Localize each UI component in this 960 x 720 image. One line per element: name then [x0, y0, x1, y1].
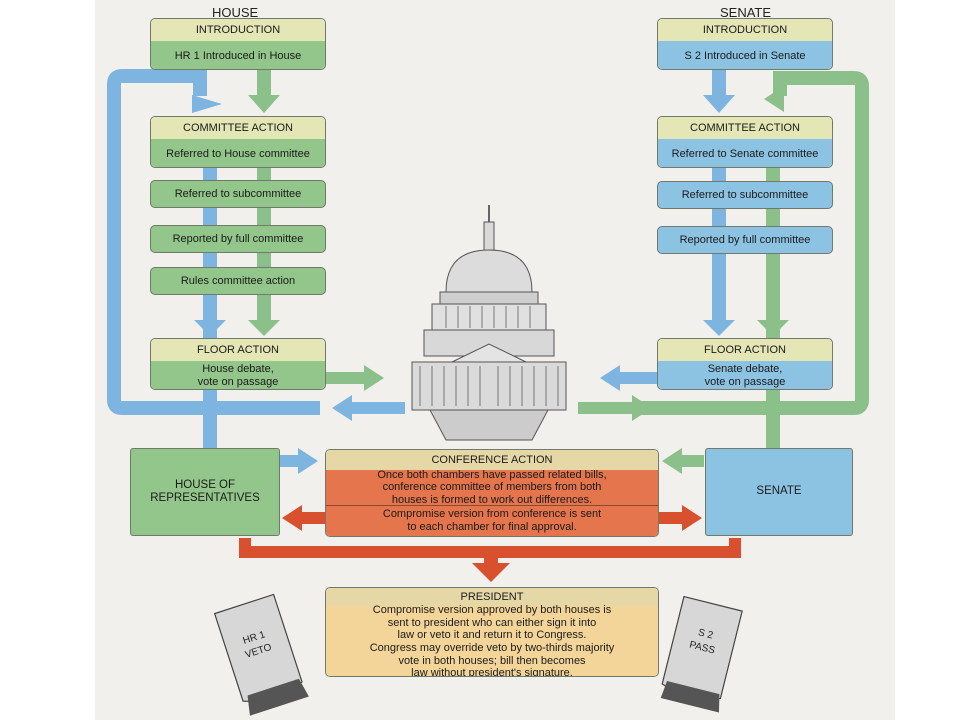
senate-intro-blue-arrow — [703, 95, 735, 113]
senate-introduced-text: S 2 Introduced in Senate — [658, 41, 832, 69]
house-floor-line1: House debate, — [202, 363, 274, 376]
conference-body-bottom: Compromise version from conference is se… — [326, 506, 658, 536]
senate-reported: Reported by full committee — [657, 226, 833, 254]
senate-floor-line2: vote on passage — [704, 376, 786, 388]
house-intro-green-stem — [257, 70, 271, 98]
house-committee-header: COMMITTEE ACTION — [151, 117, 325, 139]
capitol-house-blue-arrow — [332, 395, 352, 421]
house-floor-box: FLOOR ACTION House debate, vote on passa… — [150, 338, 326, 390]
president-line5: vote in both houses; bill then becomes — [398, 654, 586, 667]
senate-green-arrow-floor — [757, 320, 789, 336]
house-introduced-text: HR 1 Introduced in House — [151, 41, 325, 69]
capitol-illustration — [411, 205, 567, 441]
house-floor-line2: vote on passage — [197, 376, 279, 388]
senate-label: SENATE — [720, 5, 772, 20]
president-line1: Compromise version approved by both hous… — [372, 604, 612, 617]
house-rules: Rules committee action — [150, 267, 326, 295]
president-line2: sent to president who can either sign it… — [387, 616, 597, 629]
house-green-arrow-floor — [248, 320, 280, 336]
pass-card-line1: S 2 — [697, 627, 715, 641]
senate-floor-blue-arrow — [600, 365, 620, 391]
house-conf-stem — [280, 455, 300, 467]
pass-card: S 2 PASS — [660, 595, 743, 713]
senate-floor-header: FLOOR ACTION — [658, 339, 832, 361]
capitol-senate-green-arrow — [632, 395, 652, 421]
house-floor-green-arrow — [364, 365, 384, 391]
conference-line4: Compromise version from conference is se… — [382, 508, 602, 521]
senate-referred-committee: Referred to Senate committee — [658, 139, 832, 167]
senate-committee-box: COMMITTEE ACTION Referred to Senate comm… — [657, 116, 833, 168]
conference-line2: conference committee of members from bot… — [382, 481, 602, 494]
senate-committee-header: COMMITTEE ACTION — [658, 117, 832, 139]
house-blue-loop — [107, 69, 320, 415]
senate-loop-arrowhead — [764, 86, 784, 112]
to-president-stem — [484, 552, 498, 566]
senate-introduction-header: INTRODUCTION — [658, 19, 832, 41]
senate-intro-blue-stem — [712, 70, 726, 98]
house-blue-arrow-floor — [194, 320, 226, 336]
senate-green-loop — [640, 71, 869, 415]
president-line3: law or veto it and return it to Congress… — [397, 629, 587, 642]
house-chamber-line1: HOUSE OF — [174, 478, 236, 491]
conference-line5: to each chamber for final approval. — [407, 521, 577, 533]
conf-left-arrow — [282, 505, 302, 531]
house-conf-arrow — [298, 448, 318, 474]
senate-floor-box: FLOOR ACTION Senate debate, vote on pass… — [657, 338, 833, 390]
senate-introduction-box: INTRODUCTION S 2 Introduced in Senate — [657, 18, 833, 70]
capitol-house-blue-stem — [350, 402, 405, 414]
president-line4: Congress may override veto by two-thirds… — [369, 642, 615, 654]
senate-conf-arrow — [662, 448, 682, 474]
veto-card: HR 1 VETO — [213, 593, 309, 716]
senate-floor-line1: Senate debate, — [707, 363, 783, 376]
president-box: PRESIDENT Compromise version approved by… — [325, 587, 659, 677]
senate-floor-blue-stem — [618, 372, 658, 384]
conf-right-stem — [656, 512, 686, 524]
house-intro-green-arrow — [248, 95, 280, 113]
house-referred-subcommittee: Referred to subcommittee — [150, 180, 326, 208]
senate-conf-stem — [680, 455, 704, 467]
senate-chamber-box: SENATE — [705, 448, 853, 536]
president-body: Compromise version approved by both hous… — [326, 604, 658, 677]
house-floor-header: FLOOR ACTION — [151, 339, 325, 361]
president-header: PRESIDENT — [326, 588, 658, 606]
capitol-senate-green-stem — [578, 402, 633, 414]
house-loop-arrowhead — [192, 95, 222, 113]
conf-left-stem — [300, 512, 330, 524]
house-referred-committee: Referred to House committee — [151, 139, 325, 167]
conference-body-top: Once both chambers have passed related b… — [326, 468, 658, 506]
senate-referred-subcommittee: Referred to subcommittee — [657, 181, 833, 209]
to-president-arrow — [472, 563, 510, 582]
house-introduction-header: INTRODUCTION — [151, 19, 325, 41]
conf-right-arrow — [682, 505, 702, 531]
house-committee-box: COMMITTEE ACTION Referred to House commi… — [150, 116, 326, 168]
house-reported: Reported by full committee — [150, 225, 326, 253]
conference-header: CONFERENCE ACTION — [326, 450, 658, 470]
house-chamber-line2: REPRESENTATIVES — [150, 492, 260, 504]
conference-line1: Once both chambers have passed related b… — [377, 468, 607, 481]
to-president-flow — [239, 538, 741, 558]
conference-box: CONFERENCE ACTION Once both chambers hav… — [325, 449, 659, 537]
house-floor-body: House debate, vote on passage — [151, 361, 325, 389]
house-chamber-box: HOUSE OF REPRESENTATIVES — [130, 448, 280, 536]
house-floor-green-stem — [326, 372, 366, 384]
house-introduction-box: INTRODUCTION HR 1 Introduced in House — [150, 18, 326, 70]
house-label: HOUSE — [212, 5, 259, 20]
president-line6: law without president's signature. — [411, 667, 573, 677]
conference-line3: houses is formed to work out differences… — [391, 493, 593, 506]
senate-floor-body: Senate debate, vote on passage — [658, 361, 832, 389]
senate-blue-arrow-floor — [703, 320, 735, 336]
